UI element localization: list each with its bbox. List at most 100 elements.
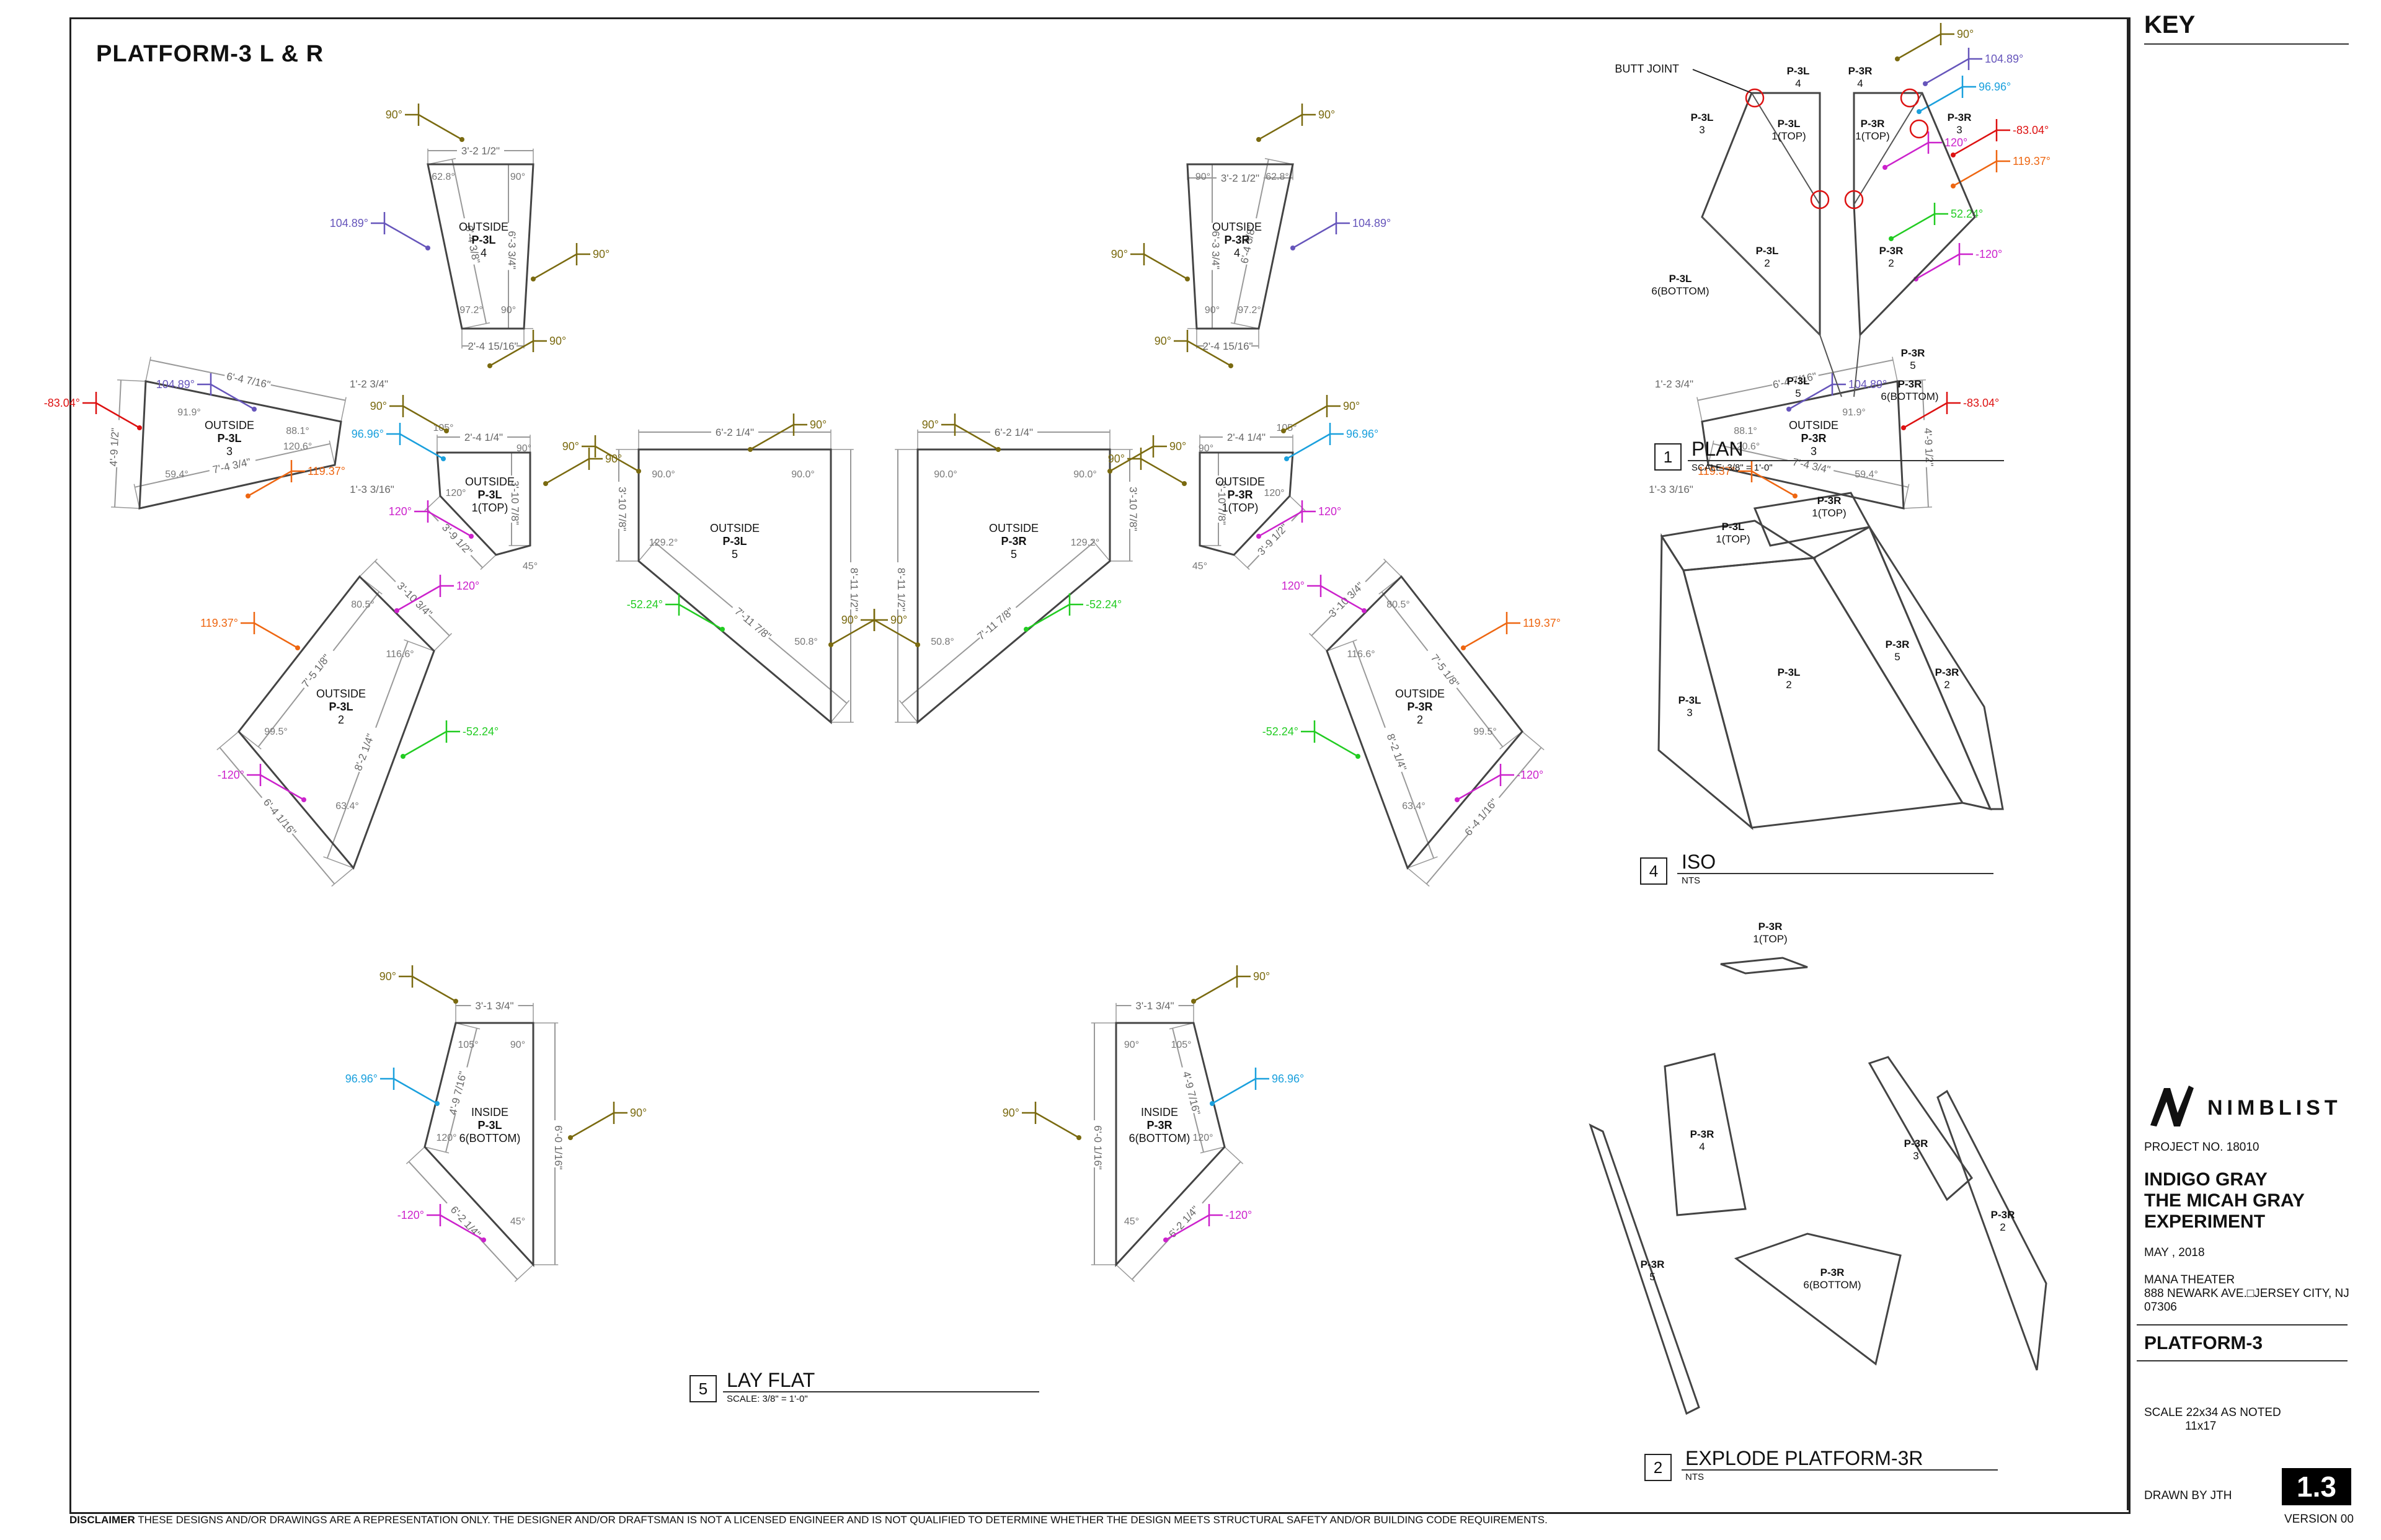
panel-p3r-4-ang-4: 90° (1205, 305, 1220, 316)
explode-p3r-3 (1868, 1056, 1973, 1201)
plan-bevel-120-arrow (1882, 165, 1887, 170)
view-scale-explode: NTS (1685, 1472, 1704, 1482)
panel-p3l-5-dim-right-bg (845, 562, 858, 609)
panel-p3l-5-dim-left-bg (613, 482, 626, 529)
panel-p3r-6-bottom-dim-left-ext1 (1169, 1022, 1194, 1030)
panel-p3r-2-bevel-right: -52.24° (1262, 725, 1298, 738)
panel-p3r-4-label-line-2: 4 (1234, 247, 1240, 259)
panel-p3l-2-dim-bottom: 6'-4 1/16" (261, 797, 299, 838)
panel-p3l-5-dim-left: 3'-10 7/8" (616, 487, 628, 531)
panel-p3l-4-bevel-top: 90° (386, 108, 402, 121)
panel-p3r-3-bevel-top-leader (1788, 383, 1833, 410)
panel-p3l-1-top-bevel-top-leader (402, 405, 447, 432)
plan-label-10-b: 5 (1795, 387, 1801, 399)
butt-joint-label: BUTT JOINT (1615, 63, 1679, 75)
explode-label-2-a: P-3R (1904, 1138, 1928, 1149)
explode-label-2-b: 3 (1913, 1150, 1918, 1162)
panel-p3r-4-dim-top-bg (1217, 171, 1264, 184)
panel-p3r-6-bottom-bevel-diag-leader (1165, 1214, 1210, 1241)
panel-p3r-2-dim-left: 7'-5 1/8" (1429, 652, 1461, 690)
iso-label-0-b: 1(TOP) (1812, 507, 1846, 519)
iso-label-1-a: P-3L (1722, 521, 1745, 533)
panel-p3r-3-bevel-left-leader (1903, 402, 1948, 429)
panel-p3l-3-bevel-top-arrow (252, 407, 257, 412)
view-number-layflat: 5 (689, 1375, 717, 1402)
panel-p3r-1-top-bevel-diag: 120° (1318, 505, 1341, 518)
panel-p3r-3-bevel-bottom: 119.37° (1698, 465, 1736, 477)
panel-p3l-5-bevel-right-arrow (828, 642, 833, 647)
panel-p3l-2-ang-3: 99.5° (264, 727, 288, 737)
view-underline-iso (1677, 873, 1993, 874)
version: VERSION 00 (2284, 1513, 2354, 1526)
panel-p3l-4-bevel-side: 104.89° (330, 217, 368, 229)
panel-p3l-4-dim-bottom-bg (469, 339, 517, 352)
panel-p3l-2-bevel-right-arrow (401, 754, 406, 759)
panel-p3r-6-bottom-dim-right: 6'-0 1/16" (1092, 1125, 1104, 1170)
plan-bevel-10489: 104.89° (1985, 53, 2023, 65)
panel-p3r-3-dim-bottom-bg (1786, 453, 1835, 476)
iso-label-2-a: P-3L (1778, 666, 1801, 678)
panel-p3l-4-bevel-top-leader (418, 113, 463, 141)
panel-p3r-6-bottom-dim-left-bg (1177, 1065, 1200, 1115)
panel-p3l-5-bevel-diag-leader (678, 603, 723, 631)
panel-p3r-2-dim-bottom-ext2 (1407, 867, 1430, 887)
panel-p3l-2-bevel-left: 119.37° (200, 617, 238, 629)
panel-p3l-2-bevel-bottom-arrow (301, 797, 306, 802)
sheet-number: 1.3 (2282, 1468, 2351, 1505)
panel-p3r-5-ang-3: 129.2° (1071, 538, 1099, 548)
panel-p3r-3-dim-left-bg (1918, 420, 1933, 467)
project-number: PROJECT NO. 18010 (2144, 1141, 2259, 1154)
panel-p3l-3-bevel-bottom-arrow (246, 493, 251, 498)
iso-label-4-b: 2 (1944, 679, 1949, 691)
panel-p3l-2-dim-bottom-ext2 (331, 867, 354, 887)
view-number-explode: 2 (1644, 1454, 1672, 1481)
panel-p3l-5-dim-right: 8'-11 1/2" (848, 568, 860, 611)
panel-p3r-2-bevel-top-arrow (1362, 608, 1367, 613)
panel-p3r-2-label-line-0: OUTSIDE (1395, 688, 1445, 700)
panel-p3r-2-bevel-right-leader (1314, 730, 1359, 758)
panel-p3r-1-top-bevel-side-leader (1286, 433, 1331, 460)
plan-label-9-b: 5 (1910, 360, 1915, 371)
panel-p3r-2-bevel-top: 120° (1282, 580, 1305, 592)
explode-label-4-b: 5 (1649, 1271, 1655, 1283)
panel-p3l-1-top-label-line-1: P-3L (477, 489, 502, 501)
panel-p3r-1-top-dim-top-bg (1223, 430, 1270, 443)
panel-p3l-2-bevel-right: -52.24° (463, 725, 499, 738)
panel-p3l-1-top-ang-2: 90° (517, 443, 531, 454)
label-layer: OUTSIDEP-3L4OUTSIDEP-3R4OUTSIDEP-3L3OUTS… (205, 65, 2015, 1291)
brand-name: NIMBLIST (2207, 1096, 2342, 1120)
panel-p3r-3-dim-left: 4'-9 1/2" (1922, 428, 1935, 467)
panel-p3r-5-dim-top-bg (990, 425, 1037, 438)
panel-p3r-6-bottom-bevel-top-arrow (1191, 999, 1196, 1004)
plan-label-6-a: P-3L (1756, 245, 1779, 257)
panel-p3l-5-dim-diag-ext2 (830, 700, 850, 723)
panel-p3l-3-bevel-left-leader (95, 402, 140, 429)
plan-bevel-90-leader (1897, 33, 1941, 60)
explode-label-3-a: P-3R (1991, 1209, 2015, 1221)
plan-bevel-9696: 96.96° (1979, 81, 2011, 93)
panel-p3r-4-bevel-side-leader (1292, 222, 1337, 249)
panel-p3l-6-bottom-dim-left-ext2 (424, 1146, 450, 1154)
panel-p3l-3-label-line-0: OUTSIDE (205, 419, 254, 431)
explode-label-1-a: P-3R (1690, 1128, 1714, 1140)
plan-p3r-outline (1853, 92, 1976, 337)
plan-label-0-a: P-3L (1787, 65, 1810, 77)
panel-p3l-5-ang-4: 50.8° (794, 637, 818, 647)
panel-p3r-5-bevel-right-arrow (915, 642, 920, 647)
explode-p3r-2 (1936, 1089, 2047, 1371)
panel-p3r-6-bottom-label-line-2: 6(BOTTOM) (1129, 1132, 1190, 1144)
panel-p3r-6-bottom-label-line-1: P-3R (1146, 1119, 1172, 1131)
panel-p3r-6-bottom-bevel-left-leader (1212, 1078, 1256, 1105)
disclaimer-text: THESE DESIGNS AND/OR DRAWINGS ARE A REPR… (138, 1514, 1548, 1526)
panel-p3l-3-outline (138, 380, 342, 510)
plan-label-5-b: 3 (1956, 124, 1962, 136)
explode-label-1-b: 4 (1699, 1141, 1705, 1153)
panel-p3l-6-bottom-dim-right-bg (549, 1120, 562, 1167)
panel-p3r-5-dim-diag-ext1 (1091, 539, 1111, 562)
plan-bevel-10489-arrow (1923, 81, 1928, 86)
panel-p3l-6-bottom-bevel-diag-leader (440, 1214, 484, 1241)
panel-p3r-2-dim-top-ext1 (1383, 559, 1402, 577)
panel-p3l-1-top-ang-4: 45° (523, 561, 538, 572)
plan-label-2-a: P-3L (1691, 112, 1714, 123)
panel-p3l-1-top-outline (436, 451, 531, 556)
